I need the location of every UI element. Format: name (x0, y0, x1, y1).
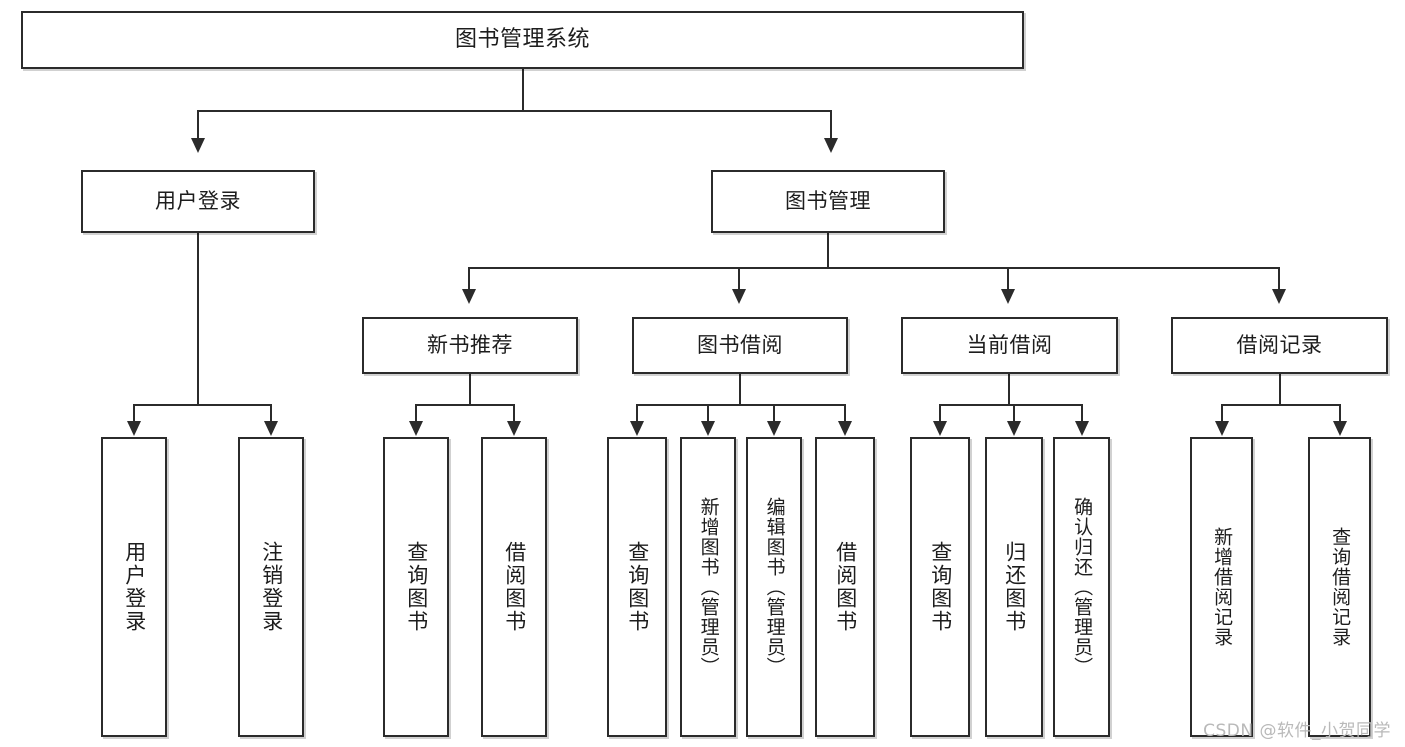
arrowhead-leaf-borrow-book-1 (507, 421, 521, 436)
watermark-text: CSDN @软件_小贺同学 (1203, 721, 1391, 741)
node-user-login-label: 用户登录 (155, 189, 241, 214)
arrowhead-book-manage (824, 138, 838, 153)
node-new-book-recommend-label: 新书推荐 (427, 333, 513, 358)
edge-to-leaf-return-book (1013, 404, 1015, 424)
edge-to-borrow-record (1278, 267, 1280, 291)
node-leaf-query-record[interactable]: 查询借阅记录 (1308, 437, 1371, 737)
arrowhead-borrow-record (1272, 289, 1286, 304)
edge-to-leaf-add-book (707, 404, 709, 424)
edge-borrow-record-bus (1221, 404, 1341, 406)
node-book-borrow[interactable]: 图书借阅 (632, 317, 848, 374)
arrowhead-leaf-add-book (701, 421, 715, 436)
edge-to-leaf-query-record (1339, 404, 1341, 424)
edge-user-login-stem (197, 233, 199, 405)
arrowhead-leaf-query-book-3 (933, 421, 947, 436)
node-leaf-confirm-return-label: 确认归还（管理员） (1071, 497, 1094, 677)
edge-user-login-bus (133, 404, 271, 406)
node-leaf-add-record-label: 新增借阅记录 (1211, 527, 1234, 647)
edge-level3-bus (468, 267, 1280, 269)
edge-to-book-borrow (738, 267, 740, 291)
edge-to-leaf-borrow-book-2 (844, 404, 846, 424)
edge-new-book-recommend-bus (415, 404, 514, 406)
node-leaf-borrow-book-2[interactable]: 借阅图书 (815, 437, 875, 737)
edge-to-leaf-query-book-2 (636, 404, 638, 424)
edge-to-leaf-add-record (1221, 404, 1223, 424)
node-leaf-add-book[interactable]: 新增图书（管理员） (680, 437, 736, 737)
node-root-system[interactable]: 图书管理系统 (21, 11, 1024, 69)
node-leaf-query-book-3[interactable]: 查询图书 (910, 437, 970, 737)
arrowhead-book-borrow (732, 289, 746, 304)
node-root-system-label: 图书管理系统 (454, 27, 590, 53)
edge-to-leaf-confirm-return (1081, 404, 1083, 424)
arrowhead-leaf-return-book (1007, 421, 1021, 436)
arrowhead-user-login (191, 138, 205, 153)
edge-to-leaf-user-login (133, 404, 135, 424)
edge-to-leaf-query-book-3 (939, 404, 941, 424)
arrowhead-leaf-query-book-2 (630, 421, 644, 436)
node-borrow-record[interactable]: 借阅记录 (1171, 317, 1388, 374)
edge-book-borrow-stem (739, 374, 741, 405)
arrowhead-leaf-query-record (1333, 421, 1347, 436)
node-book-manage-label: 图书管理 (785, 189, 871, 214)
edge-to-current-borrow (1007, 267, 1009, 291)
node-current-borrow-label: 当前借阅 (966, 333, 1053, 358)
node-leaf-add-record[interactable]: 新增借阅记录 (1190, 437, 1253, 737)
arrowhead-leaf-query-book-1 (409, 421, 423, 436)
edge-to-new-book-recommend (468, 267, 470, 291)
node-leaf-user-login[interactable]: 用户登录 (101, 437, 167, 737)
edge-to-leaf-query-book-1 (415, 404, 417, 424)
edge-root-to-book-manage (830, 110, 832, 140)
edge-root-to-user-login (197, 110, 199, 140)
edge-book-manage-stem (827, 233, 829, 268)
edge-root-bus (197, 110, 832, 112)
node-leaf-query-book-1-label: 查询图书 (404, 541, 429, 633)
node-current-borrow[interactable]: 当前借阅 (901, 317, 1118, 374)
arrowhead-leaf-edit-book (767, 421, 781, 436)
node-leaf-borrow-book-2-label: 借阅图书 (833, 541, 858, 633)
node-leaf-return-book[interactable]: 归还图书 (985, 437, 1043, 737)
node-book-manage[interactable]: 图书管理 (711, 170, 945, 233)
node-leaf-user-login-label: 用户登录 (122, 541, 147, 633)
edge-book-borrow-bus (636, 404, 846, 406)
node-leaf-add-book-label: 新增图书（管理员） (697, 497, 720, 677)
node-leaf-user-logout[interactable]: 注销登录 (238, 437, 304, 737)
node-borrow-record-label: 借阅记录 (1236, 333, 1323, 358)
node-user-login[interactable]: 用户登录 (81, 170, 315, 233)
arrowhead-new-book-recommend (462, 289, 476, 304)
edge-to-leaf-user-logout (270, 404, 272, 424)
node-leaf-query-book-2-label: 查询图书 (625, 541, 650, 633)
edge-current-borrow-stem (1008, 374, 1010, 405)
node-leaf-edit-book[interactable]: 编辑图书（管理员） (746, 437, 802, 737)
node-leaf-user-logout-label: 注销登录 (259, 541, 284, 633)
arrowhead-leaf-confirm-return (1075, 421, 1089, 436)
node-leaf-borrow-book-1[interactable]: 借阅图书 (481, 437, 547, 737)
node-leaf-query-book-3-label: 查询图书 (928, 541, 953, 633)
arrowhead-leaf-user-logout (264, 421, 278, 436)
node-leaf-return-book-label: 归还图书 (1002, 541, 1027, 633)
edge-borrow-record-stem (1279, 374, 1281, 405)
node-leaf-query-book-2[interactable]: 查询图书 (607, 437, 667, 737)
node-leaf-edit-book-label: 编辑图书（管理员） (763, 497, 786, 677)
node-leaf-borrow-book-1-label: 借阅图书 (502, 541, 527, 633)
edge-root-stem (522, 69, 524, 111)
node-book-borrow-label: 图书借阅 (697, 333, 783, 358)
arrowhead-leaf-borrow-book-2 (838, 421, 852, 436)
edge-current-borrow-bus (939, 404, 1083, 406)
node-leaf-query-record-label: 查询借阅记录 (1329, 527, 1352, 647)
node-new-book-recommend[interactable]: 新书推荐 (362, 317, 578, 374)
edge-new-book-recommend-stem (469, 374, 471, 405)
node-leaf-confirm-return[interactable]: 确认归还（管理员） (1053, 437, 1110, 737)
node-leaf-query-book-1[interactable]: 查询图书 (383, 437, 449, 737)
arrowhead-leaf-add-record (1215, 421, 1229, 436)
edge-to-leaf-edit-book (773, 404, 775, 424)
arrowhead-leaf-user-login (127, 421, 141, 436)
edge-to-leaf-borrow-book-1 (513, 404, 515, 424)
arrowhead-current-borrow (1001, 289, 1015, 304)
